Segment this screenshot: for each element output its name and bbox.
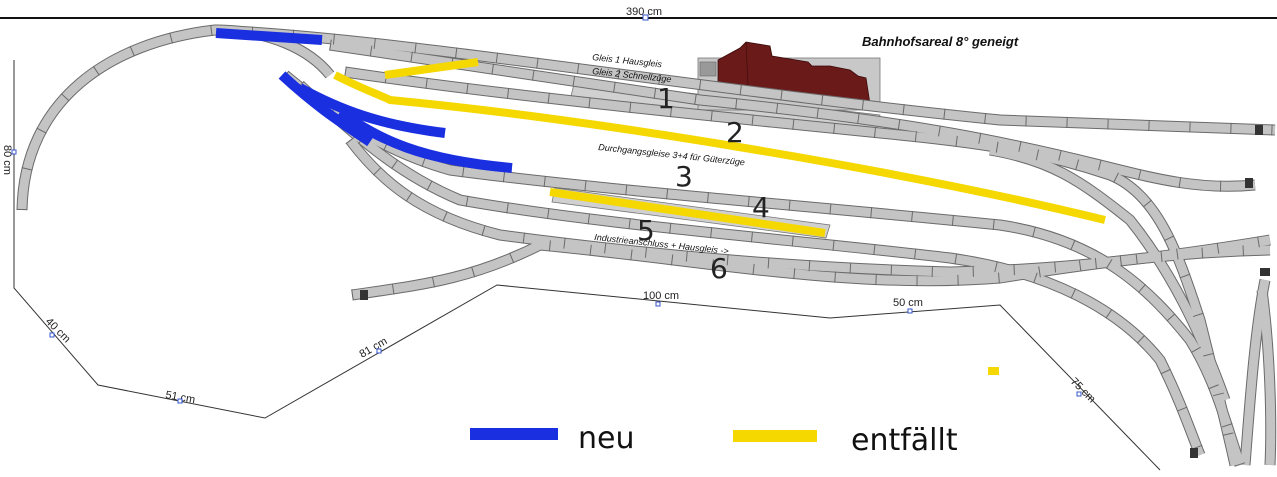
track-number-3: 3 — [675, 160, 693, 193]
track-number-1: 1 — [657, 82, 675, 115]
dim-left: 80 cm — [1, 145, 13, 175]
removed-tracks — [333, 58, 1106, 375]
dim-40: 40 cm — [43, 316, 73, 346]
tracks — [16, 24, 1277, 467]
top-dimension: 390 cm — [0, 6, 1277, 21]
track-number-5: 5 — [637, 214, 655, 247]
legend-removed-label: entfällt — [851, 423, 958, 458]
track-number-2: 2 — [726, 116, 744, 149]
legend-removed-swatch — [733, 430, 817, 442]
new-tracks — [215, 28, 513, 173]
track-number-6: 6 — [710, 252, 728, 285]
track-number-4: 4 — [752, 191, 770, 224]
dim-75: 75 cm — [1068, 376, 1098, 406]
dim-50: 50 cm — [893, 297, 923, 309]
legend: neu entfällt — [470, 421, 958, 458]
dim-51: 51 cm — [164, 389, 196, 406]
dim-81: 81 cm — [358, 335, 390, 360]
legend-new-label: neu — [578, 421, 634, 456]
dim-100: 100 cm — [643, 290, 679, 302]
area-title: Bahnhofsareal 8° geneigt — [862, 34, 1019, 49]
dim-top: 390 cm — [626, 6, 662, 18]
legend-new-swatch — [470, 428, 558, 440]
